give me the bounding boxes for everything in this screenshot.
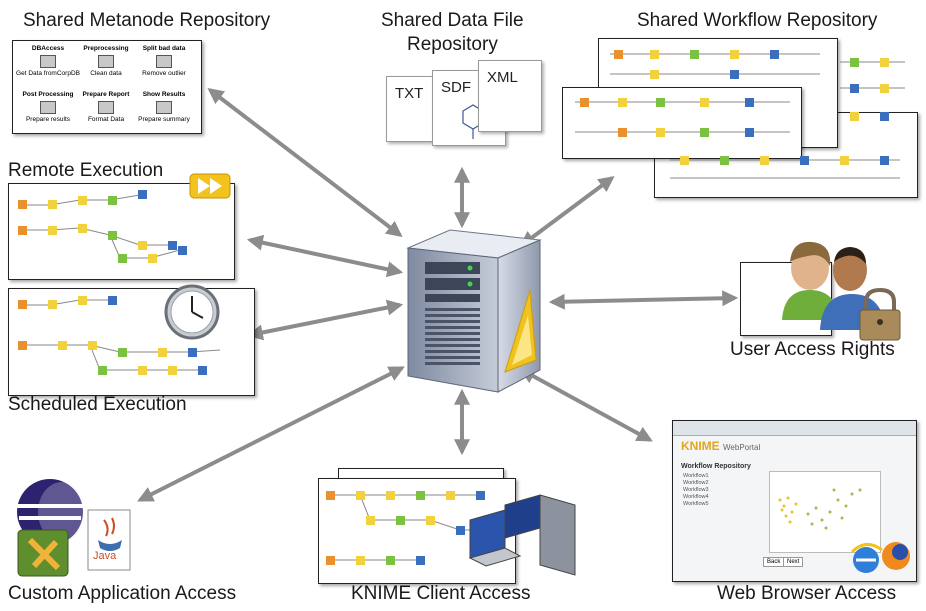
arrow-remote [246, 234, 404, 278]
repo-item[interactable]: Workflow3 [683, 487, 709, 493]
clock-icon [164, 284, 220, 340]
arrow-web [519, 368, 653, 442]
file-doc-txt: TXT [386, 76, 440, 142]
label-web-browser-access: Web Browser Access [717, 583, 897, 604]
metanode-prepare-report: Prepare Report Format Data [82, 91, 130, 123]
repo-item[interactable]: Workflow5 [683, 501, 709, 507]
eclipse-icon [17, 479, 86, 545]
fast-forward-icon [189, 173, 231, 199]
label-remote-execution: Remote Execution [8, 160, 164, 181]
knime-logo: KNIME WebPortal [681, 439, 761, 453]
metanode-dbaccess: DBAccess Get Data fromCorpDB [16, 45, 80, 77]
label-knime-client-access: KNIME Client Access [351, 583, 531, 604]
metanode-icon [98, 55, 114, 68]
scatter-plot-area [769, 471, 881, 553]
metanode-icon [40, 101, 56, 114]
browser-address-bar [673, 421, 916, 436]
workflow-repository-title: Workflow Repository [681, 463, 751, 470]
java-label: Java [93, 550, 117, 562]
metanode-repository-panel: DBAccess Get Data fromCorpDB Preprocessi… [12, 40, 202, 134]
internet-explorer-icon [850, 543, 883, 573]
desktop-computer-icon [468, 494, 576, 576]
label-metanode-repository: Shared Metanode Repository [23, 10, 271, 31]
firefox-icon [882, 542, 910, 570]
metanode-post-processing: Post Processing Prepare results [22, 91, 74, 123]
metanode-show-results: Show Results Prepare summary [138, 91, 190, 123]
label-workflow-repository: Shared Workflow Repository [637, 10, 878, 31]
repo-item[interactable]: Workflow2 [683, 480, 709, 486]
label-data-file-repository-1: Shared Data File [381, 10, 524, 31]
padlock-icon [859, 287, 901, 341]
metanode-split-bad-data: Split bad data Remove outlier [142, 45, 186, 77]
metanode-icon [40, 55, 56, 68]
arrow-scheduled [246, 299, 404, 341]
metanode-icon [156, 55, 172, 68]
arrow-user-rights [548, 290, 739, 310]
arrow-workflow [519, 176, 615, 247]
metanode-icon [98, 101, 114, 114]
plugin-puzzle-icon [17, 529, 69, 577]
server-icon [406, 229, 542, 393]
repo-list: Workflow1 Workflow2 Workflow3 Workflow4 … [683, 473, 709, 508]
repo-item[interactable]: Workflow4 [683, 494, 709, 500]
workflow-window-front [562, 87, 802, 159]
arrow-metanode [207, 88, 403, 237]
next-button[interactable]: Next [783, 557, 804, 567]
label-user-access-rights: User Access Rights [730, 339, 895, 360]
label-data-file-repository-2: Repository [407, 34, 498, 55]
remote-execution-panel [8, 183, 235, 280]
java-icon [87, 509, 131, 571]
metanode-icon [156, 101, 172, 114]
label-custom-application-access: Custom Application Access [8, 583, 237, 604]
arrow-custom-app [137, 366, 405, 502]
repo-item[interactable]: Workflow1 [683, 473, 709, 479]
file-doc-xml: XML [478, 60, 542, 132]
label-scheduled-execution: Scheduled Execution [8, 394, 187, 415]
metanode-preprocessing: Preprocessing Clean data [83, 45, 129, 77]
